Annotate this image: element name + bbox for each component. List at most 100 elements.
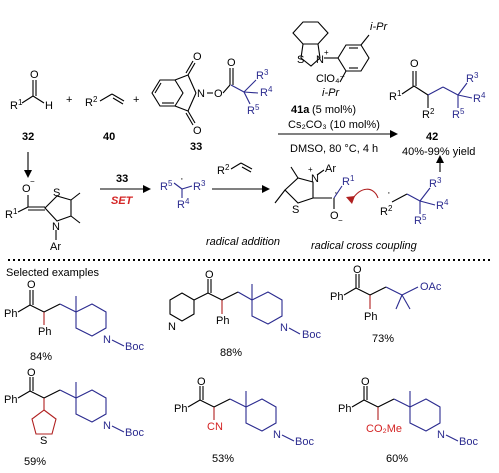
svg-text:R4: R4 — [436, 198, 449, 212]
ketyl-radical: S N + Ar · R1 O − — [274, 163, 355, 225]
svg-text:R4: R4 — [177, 197, 190, 211]
svg-text:R1: R1 — [389, 89, 402, 103]
example-4: Ph O S N Boc 59% — [4, 367, 144, 468]
ipr-bottom: i-Pr — [322, 87, 340, 99]
yield-6: 60% — [386, 453, 408, 465]
radical-cross-coupling: radical cross coupling — [311, 240, 418, 252]
svg-text:−: − — [30, 177, 35, 186]
example-3: Ph O Ph OAc 73% — [330, 264, 442, 345]
svg-text:R5: R5 — [414, 213, 427, 227]
svg-text:R1: R1 — [10, 98, 23, 112]
svg-text:N: N — [52, 221, 60, 233]
svg-text:S: S — [297, 54, 304, 66]
aldehyde-label: 32 — [22, 131, 34, 143]
svg-text:O: O — [27, 279, 36, 291]
svg-text:R3: R3 — [429, 176, 442, 190]
group-3: OAc — [420, 281, 442, 293]
svg-text:R1: R1 — [342, 174, 355, 188]
svg-text:N: N — [437, 429, 445, 441]
svg-text:R5: R5 — [452, 107, 465, 121]
svg-text:Ph: Ph — [174, 403, 187, 415]
alkene-label: 40 — [103, 131, 115, 143]
yield-range: 40%-99% yield — [402, 146, 475, 158]
svg-text:·: · — [180, 173, 184, 185]
svg-text:R1: R1 — [5, 207, 18, 221]
counterion: ClO₄⁻ — [316, 73, 345, 85]
svg-text:O: O — [353, 264, 362, 276]
svg-text:R2: R2 — [422, 107, 435, 121]
breslow-intermediate: O − R1 S N Ar — [5, 177, 81, 253]
svg-text:N: N — [316, 54, 324, 66]
svg-text:Ph: Ph — [4, 394, 17, 406]
svg-text:R3: R3 — [193, 179, 206, 193]
set-label: SET — [111, 195, 134, 207]
svg-text:·: · — [334, 187, 338, 199]
svg-text:O: O — [22, 183, 31, 195]
svg-text:O: O — [330, 210, 339, 222]
svg-text:N: N — [197, 88, 205, 100]
radical-addition: radical addition — [206, 236, 280, 248]
svg-text:−: − — [338, 216, 343, 225]
example-5: Ph O CN N Boc 53% — [174, 376, 314, 465]
catalyst-label: 41a — [291, 104, 310, 116]
svg-text:R2: R2 — [85, 95, 98, 109]
svg-text:N: N — [311, 173, 319, 185]
pg-1: Boc — [125, 341, 144, 353]
product-label: 42 — [426, 131, 438, 143]
coupling-curve-left — [351, 188, 379, 201]
svg-text:O: O — [193, 51, 202, 63]
catalyst-loading: (5 mol%) — [312, 104, 356, 116]
yield-2: 88% — [220, 347, 242, 359]
svg-text:H: H — [45, 100, 53, 112]
example-1: Ph O Ph N Boc 84% — [4, 279, 144, 363]
svg-text:R5: R5 — [160, 179, 173, 193]
svg-text:+: + — [308, 165, 313, 174]
substituent-6: CO₂Me — [366, 423, 402, 435]
svg-text:N: N — [168, 321, 176, 333]
catalyst-41a: S N + i-Pr ClO₄⁻ i-Pr 41a (5 mol%) Cs₂CO… — [288, 21, 388, 131]
svg-text:+: + — [66, 94, 72, 106]
base: Cs₂CO₃ (10 mol%) — [288, 119, 380, 131]
svg-text:O: O — [197, 376, 206, 388]
svg-text:N: N — [103, 420, 111, 432]
ipr-top: i-Pr — [370, 21, 388, 33]
svg-text:Ph: Ph — [216, 315, 229, 327]
svg-text:O: O — [27, 367, 36, 379]
svg-text:R5: R5 — [247, 103, 260, 117]
svg-text:Ph: Ph — [330, 291, 343, 303]
conditions: DMSO, 80 °C, 4 h — [290, 143, 378, 155]
svg-text:R4: R4 — [260, 85, 273, 99]
svg-text:S: S — [292, 204, 299, 216]
svg-text:R2: R2 — [380, 204, 393, 218]
yield-5: 53% — [212, 453, 234, 465]
svg-text:·: · — [387, 187, 391, 199]
svg-text:R2: R2 — [217, 163, 230, 177]
alkyl-radical: · R5 R3 R4 — [160, 173, 206, 211]
nhpi-ester-33: O O N O O R3 R4 R5 33 — [151, 51, 273, 153]
svg-text:S: S — [40, 435, 47, 447]
example-2: N O Ph N Boc 88% — [168, 269, 321, 359]
svg-text:N: N — [103, 334, 111, 346]
svg-text:+: + — [133, 94, 139, 106]
svg-text:N: N — [280, 322, 288, 334]
example-6: Ph O CO₂Me N Boc 60% — [338, 376, 478, 465]
svg-text:R3: R3 — [256, 68, 269, 82]
pg-4: Boc — [125, 427, 144, 439]
svg-text:N: N — [273, 429, 281, 441]
svg-text:R3: R3 — [466, 71, 479, 85]
svg-text:Ph: Ph — [338, 403, 351, 415]
svg-text:Ph: Ph — [38, 326, 51, 338]
set-reagent: 33 — [116, 173, 128, 185]
svg-text:Ph: Ph — [4, 308, 17, 320]
pg-5: Boc — [295, 436, 314, 448]
ketyl-ar: Ar — [325, 163, 336, 175]
svg-text:S: S — [53, 187, 60, 199]
breslow-ar: Ar — [50, 241, 61, 253]
svg-text:O: O — [193, 125, 202, 137]
pg-6: Boc — [459, 436, 478, 448]
yield-3: 73% — [372, 333, 394, 345]
secondary-radical: · R2 R3 R4 R5 — [380, 176, 449, 227]
substituent-5: CN — [207, 421, 223, 433]
